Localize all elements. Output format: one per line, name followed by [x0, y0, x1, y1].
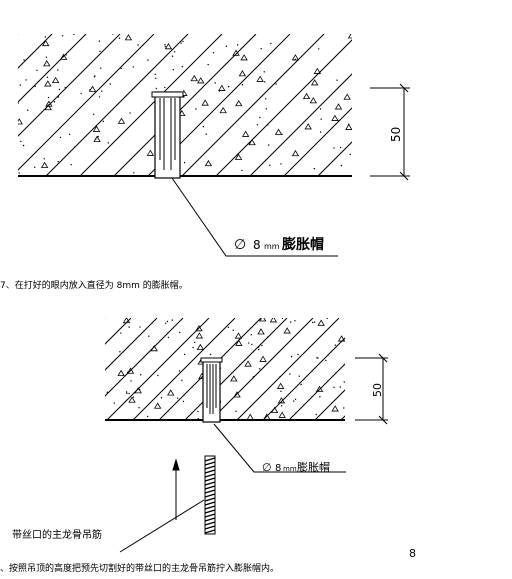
figure2-callout-size: 8	[275, 463, 281, 474]
rebar-leader	[119, 499, 205, 553]
figure1-callout-name: 膨胀帽	[282, 236, 324, 253]
figure1-leader	[171, 177, 338, 257]
figure1-dimension-label: 50	[389, 127, 403, 142]
up-arrow-icon	[172, 458, 180, 520]
step8-caption: 、按照吊顶的高度把预先切割好的带丝口的主龙骨吊筋拧入膨胀帽内。	[0, 564, 280, 574]
figure2-callout-unit: mm	[283, 465, 297, 473]
figure2-callout-name: 膨胀帽	[297, 460, 330, 474]
figure2-leader	[213, 423, 346, 473]
figure1-dimension	[370, 83, 410, 181]
figure2-dimension-label: 50	[371, 383, 384, 397]
page-number: 8	[409, 547, 416, 560]
threaded-rod	[204, 455, 216, 535]
figure1-concrete-slab	[18, 34, 352, 177]
figure2-expansion-cap	[200, 357, 223, 423]
figure1-expansion-cap	[151, 91, 184, 179]
step7-caption: 7、在打好的眼内放入直径为 8mm 的膨胀帽。	[0, 281, 188, 291]
figure1-callout-unit: mm	[264, 242, 280, 251]
figure1-diameter-symbol: ∅	[234, 237, 246, 253]
figure1-callout-size: 8	[253, 238, 261, 252]
figure2-concrete-slab	[105, 318, 345, 421]
figure2-diameter-symbol: ∅	[262, 461, 272, 474]
figure2-dimension	[355, 353, 388, 425]
rebar-label: 带丝口的主龙骨吊筋	[12, 530, 102, 541]
